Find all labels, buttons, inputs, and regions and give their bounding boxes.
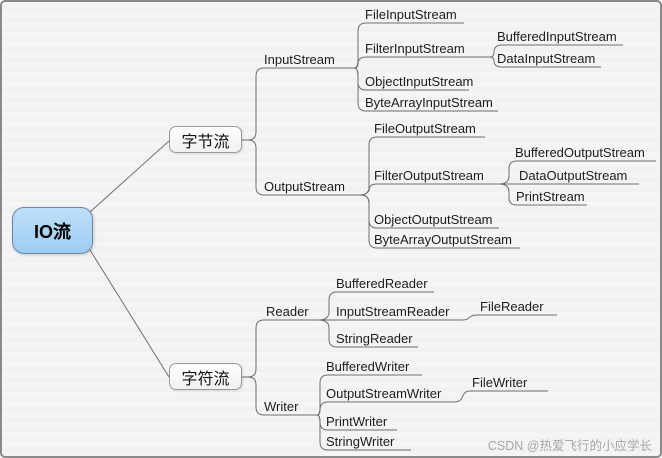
node-reader[interactable]: Reader [266, 304, 309, 319]
node-bufferedwriter[interactable]: BufferedWriter [326, 359, 410, 374]
node-bytearrayoutputstream[interactable]: ByteArrayOutputStream [374, 232, 512, 247]
node-io-root[interactable]: IO流 [12, 207, 93, 254]
node-dataoutputstream[interactable]: DataOutputStream [519, 168, 628, 183]
node-stringreader[interactable]: StringReader [336, 331, 413, 346]
node-inputstream[interactable]: InputStream [264, 52, 335, 67]
node-outputstream[interactable]: OutputStream [264, 179, 345, 194]
node-bytearrayinputstream[interactable]: ByteArrayInputStream [365, 95, 493, 110]
node-filewriter[interactable]: FileWriter [472, 375, 528, 390]
node-objectinputstream[interactable]: ObjectInputStream [365, 74, 474, 89]
node-bufferedoutputstream[interactable]: BufferedOutputStream [515, 145, 645, 160]
node-stringwriter[interactable]: StringWriter [326, 434, 395, 449]
node-printstream[interactable]: PrintStream [516, 189, 585, 204]
node-objectoutputstream[interactable]: ObjectOutputStream [374, 212, 493, 227]
node-datainputstream[interactable]: DataInputStream [497, 51, 596, 66]
node-filereader[interactable]: FileReader [480, 299, 544, 314]
node-fileoutputstream[interactable]: FileOutputStream [374, 121, 476, 136]
node-char-stream[interactable]: 字符流 [169, 363, 242, 390]
node-bufferedreader[interactable]: BufferedReader [336, 276, 428, 291]
node-fileinputstream[interactable]: FileInputStream [365, 7, 457, 22]
node-inputstreamreader[interactable]: InputStreamReader [336, 304, 450, 319]
node-byte-stream[interactable]: 字节流 [169, 126, 242, 153]
node-outputstreamwriter[interactable]: OutputStreamWriter [326, 386, 442, 401]
csdn-watermark: CSDN @热爱飞行的小应学长 [487, 439, 652, 453]
node-bufferedinputstream[interactable]: BufferedInputStream [497, 29, 617, 44]
node-filteroutputstream[interactable]: FilterOutputStream [374, 168, 484, 183]
node-printwriter[interactable]: PrintWriter [326, 414, 388, 429]
node-filterinputstream[interactable]: FilterInputStream [365, 41, 465, 56]
node-writer[interactable]: Writer [264, 399, 299, 414]
